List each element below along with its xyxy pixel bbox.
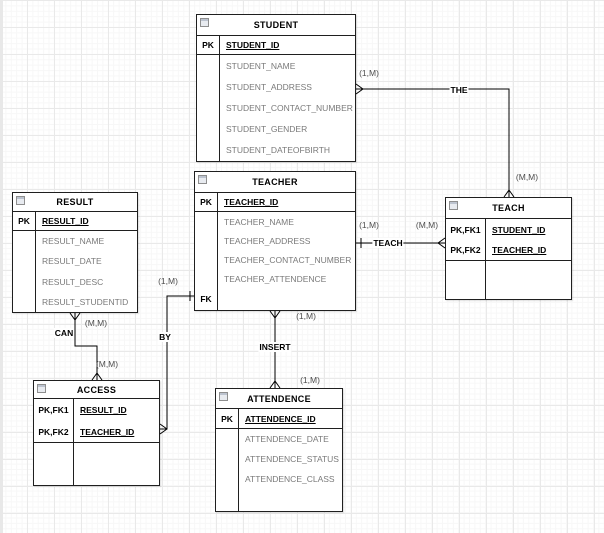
cardinality-label[interactable]: (M,M) — [515, 172, 539, 182]
empty-cell — [197, 55, 220, 77]
entity-result[interactable]: RESULT PK RESULT_ID RESULT_NAME RESULT_D… — [12, 192, 138, 313]
entity-title: TEACH — [492, 203, 525, 213]
cardinality-label[interactable]: (M,M) — [84, 318, 108, 328]
relationship-label-can[interactable]: CAN — [53, 328, 75, 338]
entity-title: TEACHER — [252, 177, 298, 187]
table-icon — [219, 392, 228, 401]
entity-result-header[interactable]: RESULT — [13, 193, 137, 212]
empty-cell — [216, 469, 239, 489]
cardinality-label[interactable]: (M,M) — [415, 220, 439, 230]
empty-cell — [13, 291, 36, 312]
key-label[interactable]: PK — [13, 212, 36, 231]
entity-student[interactable]: STUDENT PK STUDENT_ID STUDENT_NAME STUDE… — [196, 14, 356, 162]
key-name[interactable]: STUDENT_ID — [492, 224, 546, 235]
key-label[interactable]: PK,FK1 — [34, 399, 74, 421]
cardinality-label[interactable]: (M,M) — [95, 359, 119, 369]
empty-cell — [13, 231, 36, 252]
entity-attendence[interactable]: ATTENDENCE PK ATTENDENCE_ID ATTENDENCE_D… — [215, 388, 343, 512]
empty-cell — [197, 139, 220, 161]
empty-cell — [195, 212, 218, 231]
key-name[interactable]: RESULT_ID — [80, 405, 127, 415]
entity-teacher-header[interactable]: TEACHER — [195, 172, 355, 193]
empty-cell — [446, 261, 486, 299]
attribute[interactable]: RESULT_NAME — [42, 236, 105, 247]
attribute[interactable]: TEACHER_NAME — [224, 216, 294, 227]
relationship-label-teach[interactable]: TEACH — [372, 238, 404, 248]
attribute[interactable]: STUDENT_GENDER — [226, 124, 308, 135]
empty-cell — [13, 271, 36, 292]
table-icon — [200, 18, 209, 27]
key-name[interactable]: RESULT_ID — [36, 212, 137, 231]
table-icon — [16, 196, 25, 205]
key-name[interactable]: STUDENT_ID — [220, 36, 355, 55]
key-label[interactable]: PK,FK1 — [446, 219, 486, 240]
attribute[interactable]: TEACHER_CONTACT_NUMBER — [224, 254, 352, 265]
empty-cell — [197, 76, 220, 98]
table-icon — [449, 201, 458, 210]
key-label[interactable]: PK — [216, 409, 239, 429]
table-icon — [198, 175, 207, 184]
empty-cell — [195, 269, 218, 288]
entity-access[interactable]: ACCESS PK,FK1 RESULT_ID PK,FK2 TEACHER_I… — [33, 380, 160, 486]
entity-title: RESULT — [56, 197, 94, 207]
key-name[interactable]: TEACHER_ID — [218, 193, 355, 212]
fk-label[interactable]: FK — [195, 288, 218, 310]
cardinality-label[interactable]: (1,M) — [300, 375, 320, 385]
attribute[interactable]: STUDENT_ADDRESS — [226, 81, 312, 92]
relationship-label-the[interactable]: THE — [449, 85, 469, 95]
attribute[interactable]: TEACHER_ADDRESS — [224, 235, 311, 246]
relationship-by-line[interactable] — [159, 291, 194, 435]
attribute[interactable]: RESULT_STUDENTID — [42, 296, 129, 307]
empty-cell — [195, 231, 218, 250]
attribute[interactable]: RESULT_DESC — [42, 276, 104, 287]
relationship-the-line[interactable] — [355, 83, 515, 198]
attribute[interactable]: TEACHER_ATTENDENCE — [224, 273, 327, 284]
attribute[interactable]: ATTENDENCE_CLASS — [245, 474, 335, 484]
empty-cell — [216, 449, 239, 469]
relationship-can-line[interactable] — [69, 312, 103, 381]
empty-cell — [34, 443, 74, 485]
key-label[interactable]: PK,FK2 — [34, 421, 74, 443]
attribute[interactable]: STUDENT_NAME — [226, 60, 296, 71]
entity-title: STUDENT — [253, 20, 299, 30]
empty-cell — [195, 250, 218, 269]
attribute[interactable]: ATTENDENCE_STATUS — [245, 454, 339, 464]
key-name[interactable]: ATTENDENCE_ID — [239, 409, 342, 429]
entity-title: ATTENDENCE — [247, 393, 311, 404]
key-name[interactable]: TEACHER_ID — [486, 240, 571, 261]
attribute[interactable]: STUDENT_CONTACT_NUMBER — [226, 102, 353, 113]
entity-access-header[interactable]: ACCESS — [34, 381, 159, 399]
cardinality-label[interactable]: (1,M) — [359, 68, 379, 78]
key-name[interactable]: TEACHER_ID — [74, 421, 159, 443]
empty-cell — [216, 489, 239, 511]
canvas-edge-strip — [0, 0, 3, 533]
entity-teach-header[interactable]: TEACH — [446, 198, 571, 219]
empty-cell — [13, 251, 36, 272]
entity-teacher[interactable]: TEACHER PK TEACHER_ID TEACHER_NAME TEACH… — [194, 171, 356, 311]
cardinality-label[interactable]: (1,M) — [296, 311, 316, 321]
cardinality-label[interactable]: (1,M) — [158, 276, 178, 286]
entity-student-header[interactable]: STUDENT — [197, 15, 355, 36]
attribute[interactable]: STUDENT_DATEOFBIRTH — [226, 145, 331, 156]
entity-title: ACCESS — [76, 384, 117, 395]
entity-teach[interactable]: TEACH PK,FK1 STUDENT_ID PK,FK2 TEACHER_I… — [445, 197, 572, 300]
attribute[interactable]: ATTENDENCE_DATE — [245, 434, 329, 444]
key-label[interactable]: PK,FK2 — [446, 240, 486, 261]
relationship-label-insert[interactable]: INSERT — [258, 342, 292, 352]
relationship-label-by[interactable]: BY — [158, 332, 172, 342]
attribute[interactable]: RESULT_DATE — [42, 256, 102, 267]
key-label[interactable]: PK — [197, 36, 220, 55]
table-icon — [37, 384, 46, 393]
empty-cell — [197, 118, 220, 140]
key-label[interactable]: PK — [195, 193, 218, 212]
entity-attendence-header[interactable]: ATTENDENCE — [216, 389, 342, 409]
empty-cell — [197, 97, 220, 119]
empty-cell — [216, 429, 239, 449]
cardinality-label[interactable]: (1,M) — [359, 220, 379, 230]
